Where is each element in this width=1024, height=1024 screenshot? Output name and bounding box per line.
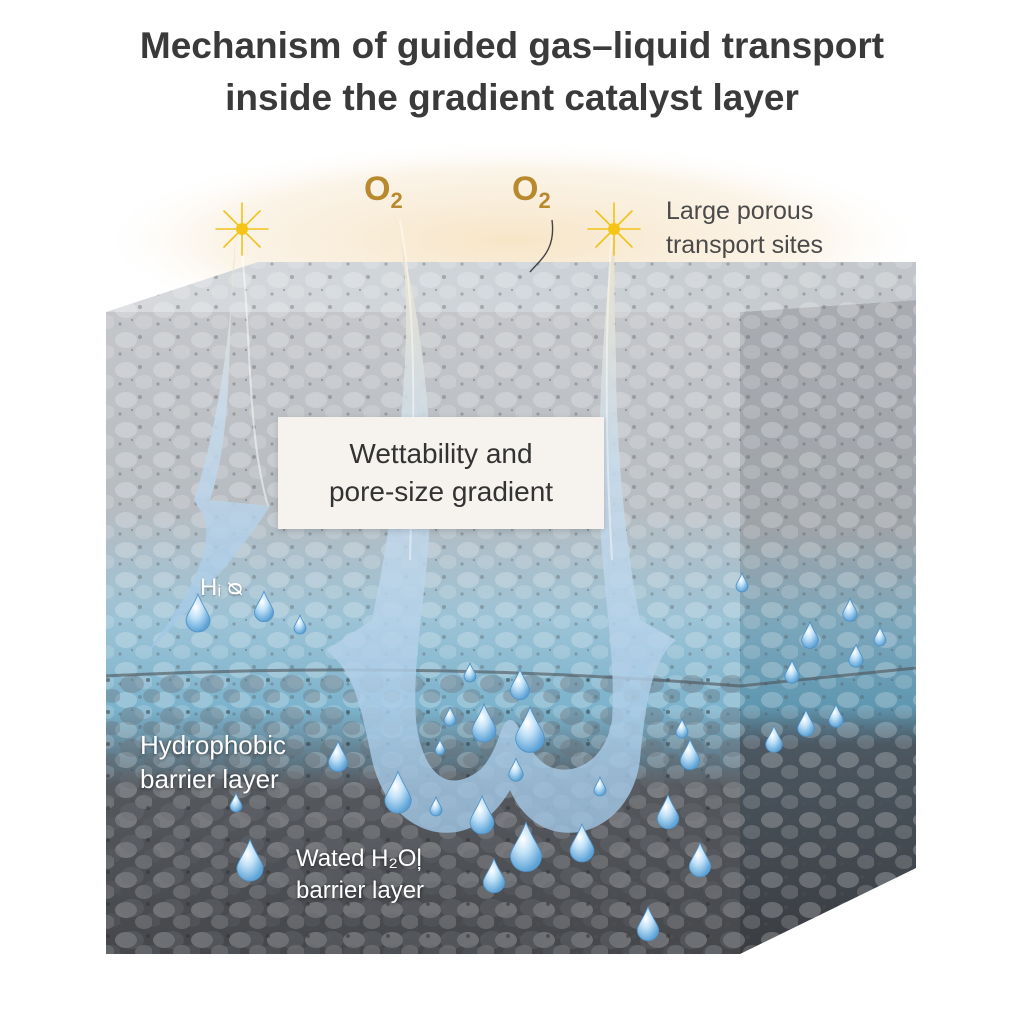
water-droplet-icon — [765, 724, 783, 753]
water-droplet-icon — [327, 740, 349, 772]
water-droplet-icon — [482, 857, 506, 894]
water-droplet-icon — [434, 738, 446, 756]
water-droplet-icon — [509, 821, 543, 872]
water-droplet-icon — [828, 703, 844, 728]
water-droplet-icon — [784, 659, 800, 684]
water-droplet-icon — [873, 625, 887, 647]
water-droplet-icon — [293, 613, 307, 635]
water-droplet-icon — [429, 795, 443, 817]
droplet-group — [185, 571, 887, 942]
o2-right-symbol: O — [512, 170, 539, 208]
water-droplet-icon — [253, 590, 275, 622]
hydrophobic-label-line-2: barrier layer — [140, 764, 279, 794]
water-droplet-icon — [656, 793, 680, 830]
wated-label-line-1: Wated H₂Oļ — [296, 845, 422, 872]
water-droplet-icon — [508, 757, 524, 782]
water-droplet-icon — [185, 592, 211, 633]
water-droplet-icon — [797, 708, 815, 737]
water-droplet-icon — [443, 705, 457, 727]
o2-label-right: O2 — [512, 170, 551, 214]
flow-arrow-icon — [140, 236, 270, 660]
o2-label-left: O2 — [364, 170, 403, 214]
water-droplet-icon — [679, 738, 701, 770]
water-droplet-icon — [509, 668, 531, 700]
water-droplet-icon — [384, 770, 412, 814]
title-line-2: inside the gradient catalyst layer — [225, 77, 799, 118]
water-droplet-icon — [842, 597, 858, 622]
o2-left-symbol: O — [364, 170, 391, 208]
water-droplet-icon — [801, 620, 819, 649]
spark-icon — [587, 202, 641, 256]
water-droplet-icon — [515, 705, 545, 753]
hydrophobic-label-line-1: Hydrophobic — [140, 730, 286, 760]
spark-icon — [215, 202, 269, 256]
water-droplet-icon — [229, 791, 243, 813]
water-droplet-icon — [675, 717, 689, 739]
water-droplet-icon — [593, 775, 607, 797]
gradient-label-box: Wettability and pore-size gradient — [278, 417, 604, 529]
water-droplet-icon — [636, 905, 660, 942]
water-droplet-icon — [569, 822, 595, 863]
gradient-label-line-2: pore-size gradient — [328, 476, 554, 507]
o2-right-subscript: 2 — [538, 187, 551, 213]
wated-label-line-2: barrier layer — [296, 877, 425, 904]
o2-left-subscript: 2 — [390, 187, 403, 213]
flow-arrow-icon — [326, 210, 676, 833]
barrier-boundary — [105, 666, 917, 688]
title-line-1: Mechanism of guided gas–liquid transport — [139, 25, 885, 66]
water-droplet-icon — [236, 838, 264, 882]
large-porous-label-line-1: Large porous — [666, 197, 814, 225]
water-droplet-icon — [688, 841, 712, 878]
water-droplet-icon — [848, 643, 864, 668]
large-porous-label-line-2: transport sites — [666, 231, 824, 259]
water-droplet-icon — [735, 571, 749, 593]
water-droplet-icon — [471, 702, 497, 743]
water-droplet-icon — [469, 794, 495, 835]
water-droplet-icon — [463, 661, 477, 683]
h2o-label-left: Hᵢ ᴓ — [200, 574, 243, 601]
gradient-label-line-1: Wettability and — [349, 438, 533, 469]
